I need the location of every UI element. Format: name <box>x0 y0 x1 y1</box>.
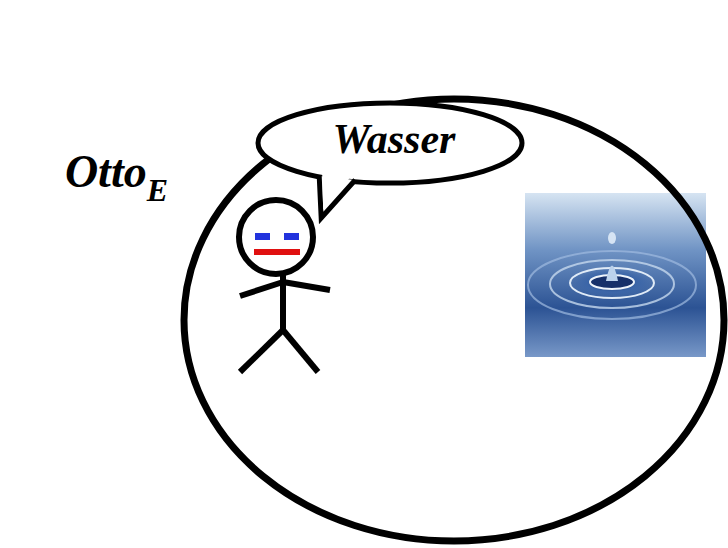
world-subscript: E <box>147 172 168 208</box>
speech-node: Wasser <box>255 100 525 186</box>
stick-figure <box>239 200 330 372</box>
speech-text: Wasser <box>333 115 456 163</box>
bubble-outline <box>258 103 522 183</box>
world-outline <box>184 99 724 541</box>
world-heading: OttoE <box>65 145 168 198</box>
bubble-tail-fill <box>322 172 351 210</box>
water-picture <box>525 193 706 357</box>
world-name: Otto <box>65 146 147 197</box>
world-node: OttoEWasser <box>180 95 728 545</box>
